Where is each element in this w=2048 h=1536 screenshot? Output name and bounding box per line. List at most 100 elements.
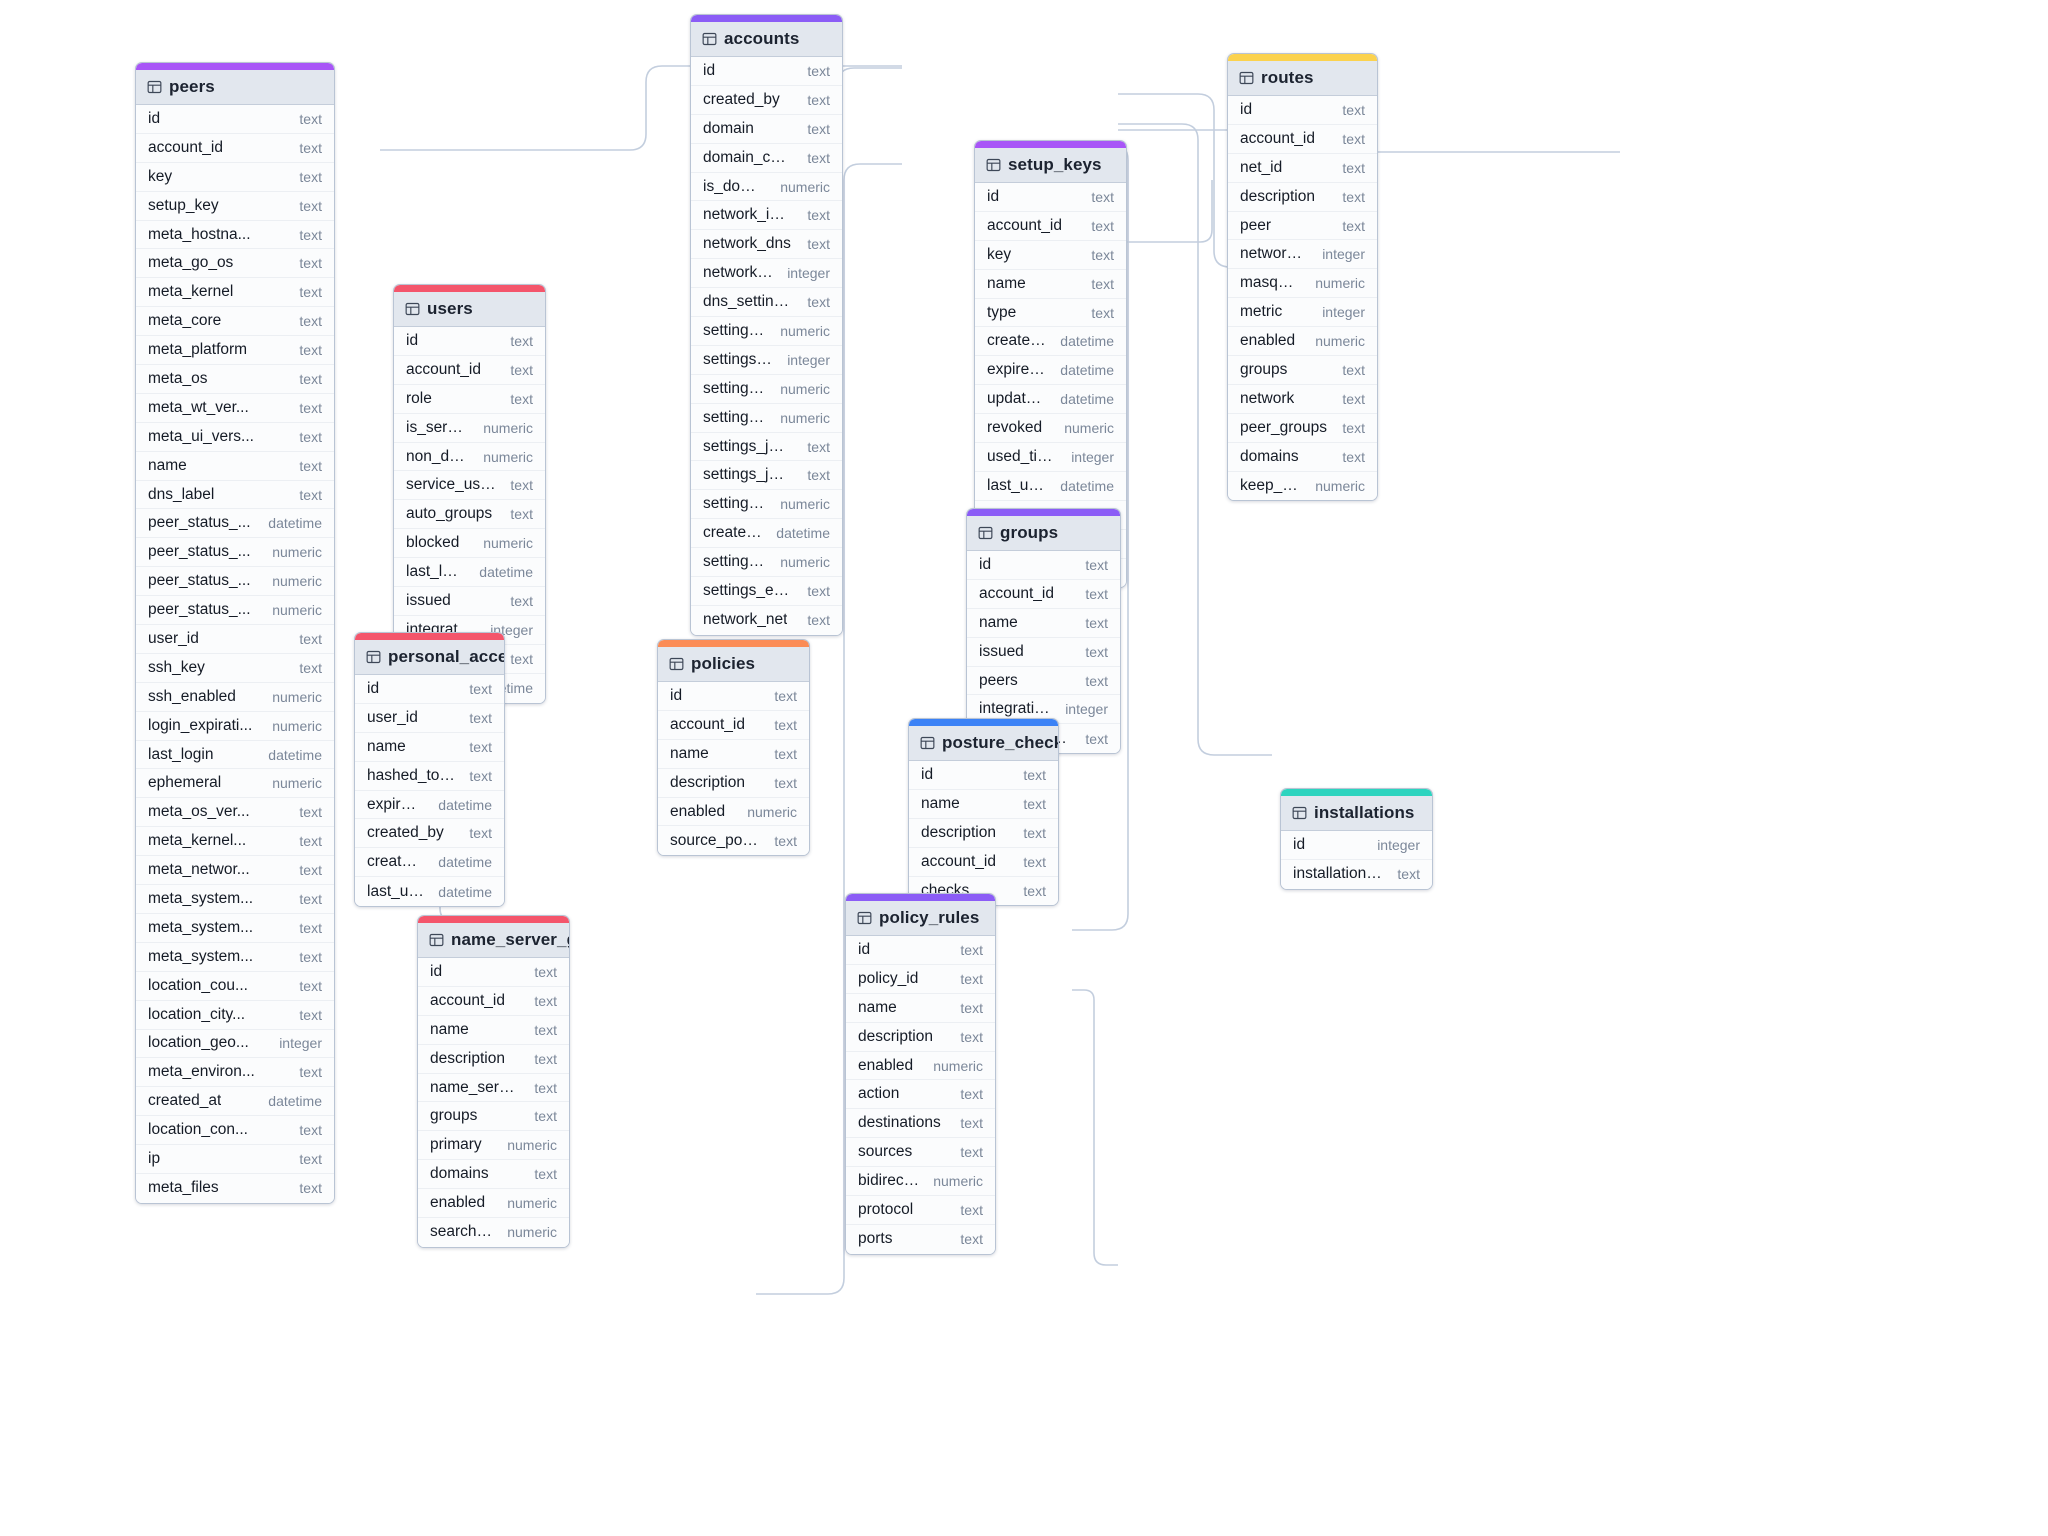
- column-row[interactable]: keep_routenumeric: [1228, 471, 1377, 501]
- column-row[interactable]: dns_settings...text: [691, 288, 842, 318]
- table-header-name_server_groups[interactable]: name_server_groups: [418, 923, 569, 958]
- table-header-setup_keys[interactable]: setup_keys: [975, 148, 1126, 183]
- column-row[interactable]: meta_system...text: [136, 913, 334, 943]
- table-header-groups[interactable]: groups: [967, 516, 1120, 551]
- table-card-name_server_groups[interactable]: name_server_groupsidtextaccount_idtextna…: [417, 915, 570, 1248]
- table-header-posture_checks[interactable]: posture_checks: [909, 726, 1058, 761]
- table-header-installations[interactable]: installations: [1281, 796, 1432, 831]
- column-row[interactable]: settings_extr...numeric: [691, 490, 842, 520]
- column-row[interactable]: peer_status_...numeric: [136, 567, 334, 597]
- table-card-posture_checks[interactable]: posture_checksidtextnametextdescriptiont…: [908, 718, 1059, 907]
- column-row[interactable]: location_geo...integer: [136, 1029, 334, 1059]
- column-row[interactable]: last_useddatetime: [975, 471, 1126, 501]
- column-row[interactable]: expiration_da...datetime: [355, 790, 504, 820]
- column-row[interactable]: meta_ui_vers...text: [136, 422, 334, 452]
- column-row[interactable]: meta_kernel...text: [136, 827, 334, 857]
- column-row[interactable]: settings_jwt_...text: [691, 432, 842, 462]
- column-row[interactable]: service_user...text: [394, 471, 545, 501]
- column-row[interactable]: source_post...text: [658, 826, 809, 856]
- column-row[interactable]: settings_jwt...text: [691, 461, 842, 491]
- column-row[interactable]: settings_gro...numeric: [691, 374, 842, 404]
- table-header-routes[interactable]: routes: [1228, 61, 1377, 96]
- column-row[interactable]: search_doma...numeric: [418, 1218, 569, 1247]
- column-row[interactable]: network_serialinteger: [691, 259, 842, 289]
- column-row[interactable]: used_timesinteger: [975, 443, 1126, 472]
- column-row[interactable]: settings_reg...numeric: [691, 548, 842, 578]
- column-row[interactable]: non_deletablenumeric: [394, 442, 545, 472]
- column-row[interactable]: meta_environ...text: [136, 1058, 334, 1088]
- column-row[interactable]: meta_wt_ver...text: [136, 393, 334, 423]
- column-row[interactable]: meta_system...text: [136, 942, 334, 972]
- table-header-policy_rules[interactable]: policy_rules: [846, 901, 995, 936]
- table-header-users[interactable]: users: [394, 292, 545, 327]
- column-row[interactable]: is_service_us...numeric: [394, 413, 545, 443]
- column-row[interactable]: last_useddatetime: [355, 877, 504, 907]
- column-row[interactable]: meta_hostna...text: [136, 220, 334, 250]
- table-card-personal_access_tokens[interactable]: personal_access_tokensidtextuser_idtextn…: [354, 632, 505, 908]
- column-row[interactable]: domain_cate...text: [691, 143, 842, 173]
- column-row[interactable]: settings_pee...integer: [691, 345, 842, 375]
- table-header-policies[interactable]: policies: [658, 647, 809, 682]
